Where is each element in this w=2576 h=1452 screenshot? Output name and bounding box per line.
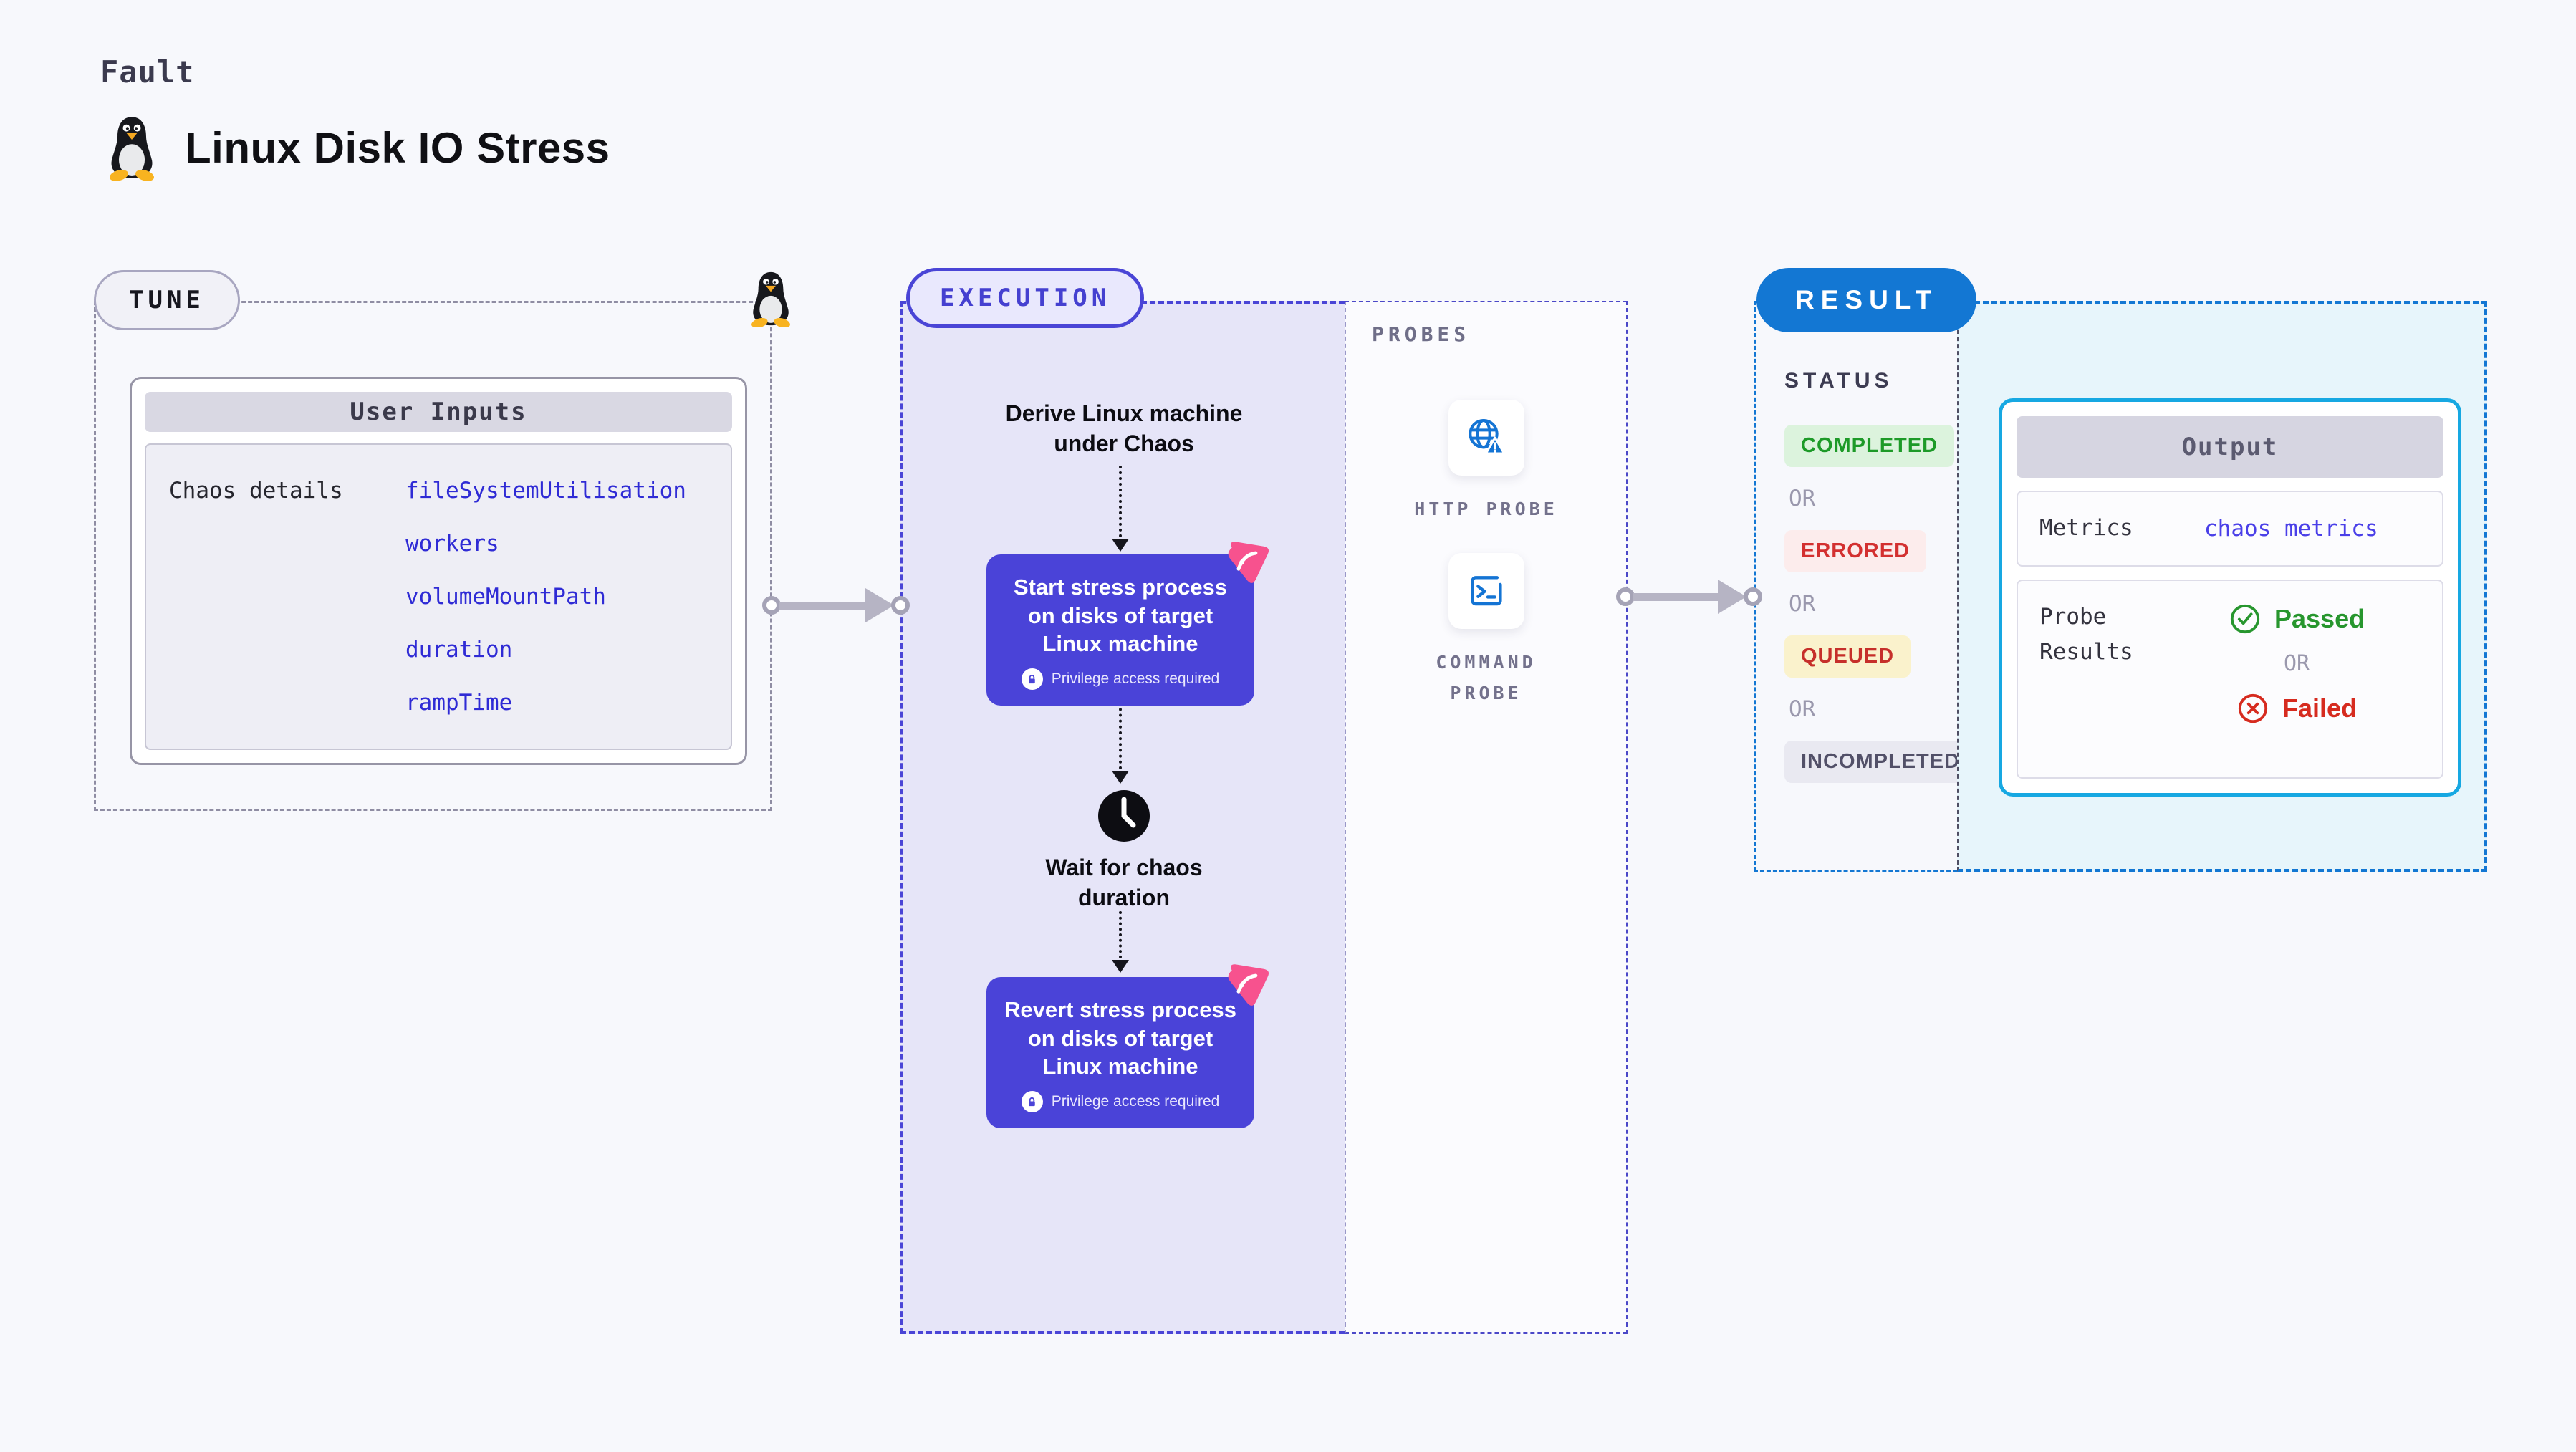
wait-step-label: Wait for chaos duration	[1045, 855, 1203, 911]
probe-results-label: Probe Results	[2039, 603, 2133, 665]
arrow-shaft	[779, 601, 868, 610]
execution-badge: EXECUTION	[906, 268, 1145, 328]
metrics-label: Metrics	[2039, 515, 2133, 541]
failed-label: Failed	[2282, 693, 2358, 723]
revert-stress-node: Revert stress process on disks of target…	[986, 977, 1254, 1129]
failed-line: Failed	[2236, 692, 2357, 725]
status-badge-queued: QUEUED	[1784, 635, 1911, 678]
execution-section: EXECUTION Derive Linux machine under Cha…	[900, 268, 1345, 1334]
chaos-details-values: fileSystemUtilisation workers volumeMoun…	[405, 478, 686, 716]
status-heading: STATUS	[1784, 369, 1893, 393]
or-label: OR	[2283, 650, 2310, 676]
page-title: Linux Disk IO Stress	[185, 123, 610, 172]
probe-results-row: Probe Results Passed OR	[2017, 579, 2443, 779]
flow-arrowhead	[1112, 960, 1129, 973]
http-probe-label: HTTP PROBE	[1414, 499, 1558, 519]
status-badge-errored: ERRORED	[1784, 530, 1927, 572]
passed-label: Passed	[2274, 603, 2365, 633]
arrow-right-icon	[762, 588, 910, 622]
page-title-row: Linux Disk IO Stress	[105, 115, 610, 181]
arrow-head	[865, 588, 894, 622]
metrics-row: Metrics chaos metrics	[2017, 491, 2443, 567]
status-badge-incompleted: INCOMPLETED	[1784, 741, 1977, 783]
privilege-row: Privilege access required	[1004, 668, 1237, 691]
result-badge: RESULT	[1756, 268, 1977, 332]
input-value: duration	[405, 637, 513, 663]
lock-icon	[1021, 1091, 1043, 1113]
flow-arrowhead	[1112, 771, 1129, 784]
flow-connector	[1119, 466, 1122, 537]
input-value: fileSystemUtilisation	[405, 478, 686, 504]
http-probe-item: HTTP PROBE	[1393, 400, 1580, 525]
command-probe-label: COMMAND PROBE	[1436, 652, 1537, 703]
or-label: OR	[1789, 591, 1816, 617]
start-stress-text: Start stress process on disks of target …	[1013, 574, 1228, 657]
flow-connector	[1119, 911, 1122, 958]
metrics-value: chaos metrics	[2204, 515, 2378, 542]
arrow-head	[1718, 580, 1746, 614]
status-column: STATUS COMPLETED OR ERRORED OR QUEUED OR…	[1784, 369, 1977, 783]
output-title: Output	[2017, 416, 2443, 478]
tune-section: TUNE User Inputs Chaos details fileSyste…	[94, 270, 772, 811]
or-label: OR	[1789, 486, 1816, 511]
chaos-details-panel: Chaos details fileSystemUtilisation work…	[145, 443, 732, 750]
litmus-chaos-icon	[1220, 958, 1273, 1011]
status-badge-completed: COMPLETED	[1784, 425, 1955, 467]
output-card: Output Metrics chaos metrics Probe Resul…	[1999, 398, 2461, 797]
passed-line: Passed	[2229, 602, 2365, 635]
revert-stress-text: Revert stress process on disks of target…	[1004, 997, 1236, 1080]
fault-kicker: Fault	[100, 54, 195, 90]
chaos-details-label: Chaos details	[169, 478, 343, 504]
privilege-label: Privilege access required	[1051, 670, 1220, 688]
flow-arrowhead	[1112, 539, 1129, 552]
probes-section: PROBES HTTP PROBE	[1345, 301, 1628, 1334]
user-inputs-title: User Inputs	[145, 392, 732, 432]
start-stress-node: Start stress process on disks of target …	[986, 554, 1254, 706]
probe-results-values: Passed OR Failed	[2229, 602, 2365, 725]
user-inputs-card: User Inputs Chaos details fileSystemUtil…	[130, 377, 747, 765]
connector-dot	[891, 596, 910, 615]
terminal-icon	[1448, 553, 1524, 629]
clock-icon	[1096, 788, 1152, 847]
input-value: workers	[405, 531, 499, 557]
litmus-chaos-icon	[1220, 536, 1273, 589]
tux-penguin-icon	[747, 270, 794, 327]
globe-alert-icon	[1448, 400, 1524, 476]
input-value: volumeMountPath	[405, 584, 606, 610]
tune-badge: TUNE	[94, 270, 240, 330]
check-circle-icon	[2230, 604, 2260, 633]
connector-dot	[1744, 587, 1762, 606]
lock-icon	[1021, 668, 1043, 691]
privilege-row: Privilege access required	[1004, 1091, 1237, 1113]
privilege-label: Privilege access required	[1051, 1093, 1220, 1110]
result-output-section: Output Metrics chaos metrics Probe Resul…	[1957, 301, 2487, 872]
tux-penguin-icon	[105, 115, 159, 181]
result-status-section: RESULT STATUS COMPLETED OR ERRORED OR QU…	[1754, 268, 1977, 872]
probes-heading: PROBES	[1372, 322, 1471, 346]
command-probe-item: COMMAND PROBE	[1422, 553, 1551, 708]
arrow-shaft	[1633, 592, 1720, 601]
x-circle-icon	[2238, 693, 2268, 723]
derive-step-label: Derive Linux machine under Chaos	[1005, 400, 1243, 457]
input-value: rampTime	[405, 690, 513, 716]
arrow-right-icon	[1616, 580, 1762, 614]
or-label: OR	[1789, 696, 1816, 722]
flow-connector	[1119, 696, 1122, 769]
